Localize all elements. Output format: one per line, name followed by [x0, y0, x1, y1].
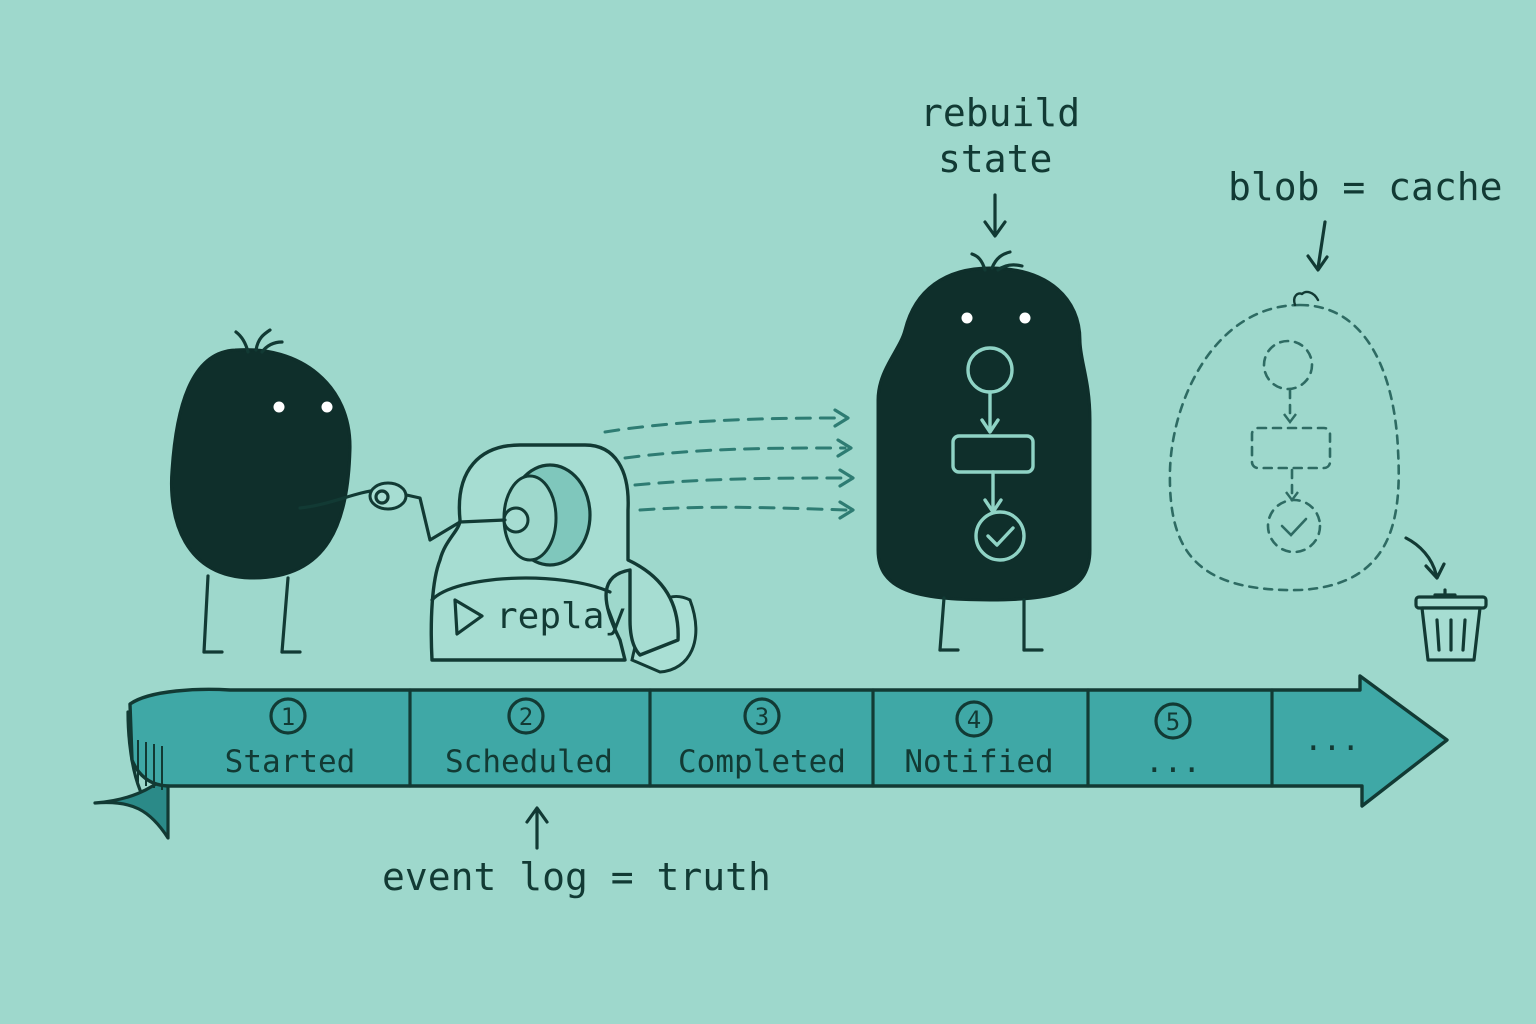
segment-label: Scheduled: [445, 744, 613, 780]
creature-eye-right: [1019, 312, 1031, 324]
ghost-done-node: [1266, 498, 1322, 554]
operator-creature: [169, 328, 380, 654]
blob-annotation: blob = cache: [1228, 165, 1503, 272]
creature-body: [169, 348, 352, 580]
creature-hair: [234, 328, 284, 354]
ghost-hair: [1293, 290, 1320, 307]
replay-label: replay: [496, 596, 626, 637]
rebuild-annotation: rebuild state: [920, 91, 1080, 238]
segment-number: 5: [1166, 708, 1180, 736]
creature-eye-left: [273, 401, 285, 413]
ghost-process-node: [1250, 426, 1332, 470]
creature-leg-left: [202, 574, 210, 654]
discard-arrow: [1404, 536, 1438, 576]
rebuild-label-line1: rebuild: [920, 91, 1080, 135]
segment-number: 1: [281, 703, 295, 731]
event-log-annotation: event log = truth: [382, 806, 771, 899]
ribbon-band: [128, 674, 1449, 808]
replay-streams: [603, 408, 855, 520]
segment-label: Completed: [678, 744, 846, 780]
machine-panel-line: [430, 576, 612, 602]
segment-label: ...: [1304, 722, 1360, 758]
cache-ghost-blob: [1168, 290, 1401, 592]
play-icon: [453, 598, 484, 636]
event-log-ribbon: 1 Started 2 Scheduled 3 Completed 4 Noti…: [93, 674, 1449, 840]
ghost-body: [1168, 303, 1401, 592]
segment-notified: 4 Notified: [904, 700, 1054, 780]
state-creature: [876, 250, 1092, 652]
creature-hair: [970, 250, 1024, 272]
replay-machine: replay: [368, 443, 698, 674]
segment-number: 2: [519, 703, 533, 731]
segment-number: 3: [755, 703, 769, 731]
segment-more: ...: [1304, 722, 1360, 758]
segment-label: ...: [1145, 744, 1201, 780]
event-log-label: event log = truth: [382, 855, 771, 899]
trash-icon: [1414, 588, 1488, 662]
segment-number: 4: [967, 706, 981, 734]
creature-body: [876, 266, 1092, 602]
creature-eye-left: [961, 312, 973, 324]
segment-completed: 3 Completed: [678, 697, 846, 780]
arrow-icon: [1316, 220, 1327, 270]
arrow-head: [525, 806, 549, 824]
flow-done-node: [974, 510, 1026, 562]
segment-scheduled: 2 Scheduled: [445, 697, 613, 780]
ribbon-hatching: [137, 740, 163, 790]
check-icon: [986, 526, 1015, 547]
ghost-start-node: [1262, 339, 1314, 391]
rebuild-label-line2: state: [938, 137, 1052, 181]
segment-five: 5 ...: [1145, 702, 1201, 780]
machine-crank: [400, 492, 507, 542]
segment-label: Started: [225, 744, 356, 780]
ribbon-dividers: [408, 688, 1274, 788]
segment-started: 1 Started: [225, 697, 356, 780]
ribbon-curl: [93, 773, 170, 840]
check-icon: [1280, 517, 1308, 537]
machine-axle: [502, 506, 530, 534]
creature-leg-left: [938, 596, 946, 652]
segment-label: Notified: [904, 744, 1053, 780]
blob-cache-label: blob = cache: [1228, 165, 1503, 209]
creature-leg-right: [280, 576, 290, 654]
creature-eye-right: [321, 401, 333, 413]
